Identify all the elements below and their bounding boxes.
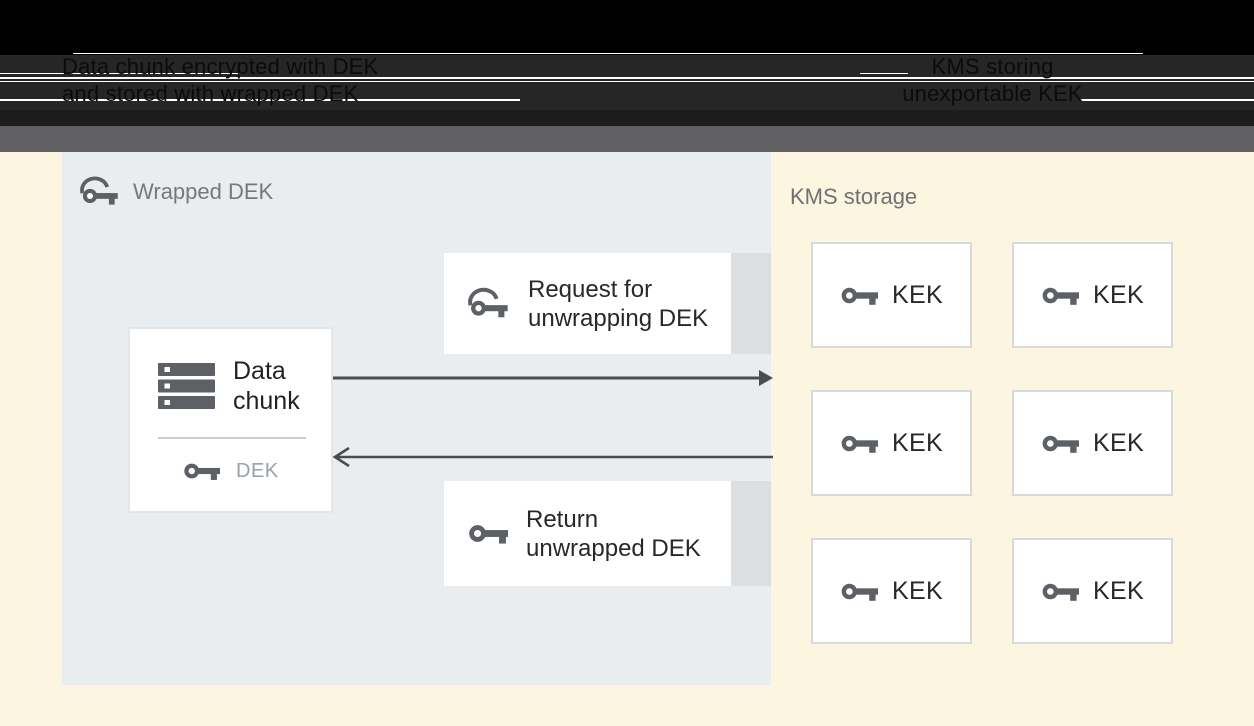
return-box-line2: unwrapped DEK — [526, 534, 701, 562]
return-box-text: Return unwrapped DEK — [526, 505, 701, 563]
kms-storage-label: KMS storage — [790, 184, 917, 210]
right-caption: KMS storing unexportable KEK — [860, 53, 1125, 107]
request-box-content: Request for unwrapping DEK — [444, 275, 708, 333]
kek-box: KEK — [1012, 390, 1173, 496]
dek-row: DEK — [182, 459, 279, 483]
data-chunk-box: Data chunk DEK — [128, 327, 333, 513]
key-icon — [1042, 287, 1080, 305]
data-chunk-title: Data chunk — [233, 356, 300, 416]
wrapped-dek-label: Wrapped DEK — [80, 176, 273, 207]
dek-label: DEK — [236, 459, 279, 482]
wrapped-key-icon — [468, 287, 510, 320]
glitch-line — [73, 53, 1143, 54]
key-icon — [469, 525, 508, 544]
request-box-line2: unwrapping DEK — [528, 304, 709, 332]
key-icon — [1042, 435, 1080, 453]
data-chunk-title-line1: Data — [233, 357, 286, 385]
request-box-text: Request for unwrapping DEK — [528, 275, 708, 333]
kek-label: KEK — [892, 428, 943, 457]
glitch-line — [0, 99, 520, 101]
kek-label: KEK — [892, 280, 943, 309]
right-caption-line1: KMS storing — [931, 54, 1054, 79]
glitch-line — [0, 77, 1254, 79]
header-black-band — [0, 0, 1254, 55]
kek-label: KEK — [1093, 280, 1144, 309]
kek-box: KEK — [1012, 242, 1173, 348]
left-caption-line1: Data chunk encrypted with DEK — [62, 54, 379, 79]
key-icon — [841, 287, 879, 305]
return-box: Return unwrapped DEK — [444, 481, 731, 586]
data-chunk-title-line2: chunk — [233, 387, 300, 415]
key-icon — [841, 583, 879, 601]
storage-stack-icon — [158, 363, 215, 409]
key-icon — [184, 463, 220, 480]
kek-label: KEK — [1093, 428, 1144, 457]
request-box-strip — [731, 253, 771, 354]
key-icon — [1042, 583, 1080, 601]
kek-label: KEK — [1093, 576, 1144, 605]
wrapped-dek-label-text: Wrapped DEK — [133, 178, 274, 204]
left-caption-line2: and stored with wrapped DEK — [62, 81, 359, 106]
kek-box: KEK — [811, 390, 972, 496]
return-box-content: Return unwrapped DEK — [444, 505, 701, 563]
header-lower-band — [0, 110, 1254, 126]
return-box-line1: Return — [526, 505, 599, 533]
kek-label: KEK — [892, 576, 943, 605]
return-arrow — [332, 446, 773, 468]
request-box: Request for unwrapping DEK — [444, 253, 731, 354]
request-box-line1: Request for — [528, 275, 653, 303]
return-box-strip — [731, 481, 771, 586]
request-arrow — [333, 370, 773, 386]
kms-storage-label-text: KMS storage — [790, 184, 918, 209]
glitch-line — [860, 73, 908, 74]
wrapped-key-icon — [80, 176, 120, 207]
glitch-line — [1080, 99, 1254, 101]
kek-box: KEK — [811, 538, 972, 644]
header-gray-band — [0, 126, 1254, 152]
kek-box: KEK — [811, 242, 972, 348]
right-caption-line2: unexportable KEK — [902, 81, 1083, 106]
key-icon — [841, 435, 879, 453]
left-caption: Data chunk encrypted with DEK and stored… — [62, 53, 378, 107]
data-chunk-row: Data chunk — [158, 356, 300, 416]
kek-box: KEK — [1012, 538, 1173, 644]
glitch-line — [0, 81, 1254, 82]
divider — [158, 437, 306, 439]
glitch-line — [0, 73, 240, 74]
